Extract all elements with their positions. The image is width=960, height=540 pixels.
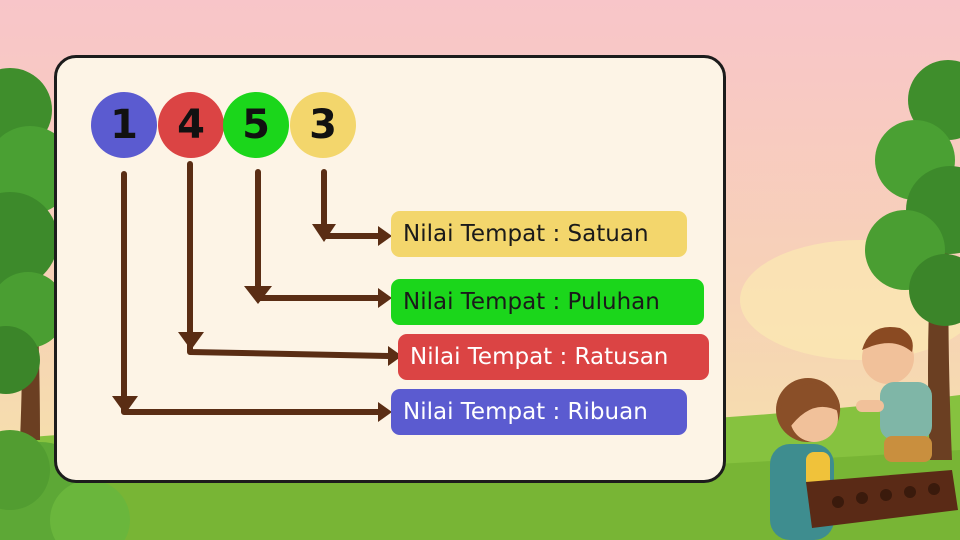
label-satuan: Nilai Tempat : Satuan <box>391 211 687 257</box>
left-bush <box>0 430 130 540</box>
digit-hundreds: 4 <box>158 92 224 158</box>
children-illustration <box>770 326 958 540</box>
label-ratusan: Nilai Tempat : Ratusan <box>398 334 709 380</box>
label-puluhan: Nilai Tempat : Puluhan <box>391 279 704 325</box>
right-tree <box>865 60 960 460</box>
digit-ones: 3 <box>290 92 356 158</box>
digit-thousands: 1 <box>91 92 157 158</box>
digit-tens: 5 <box>223 92 289 158</box>
label-ribuan: Nilai Tempat : Ribuan <box>391 389 687 435</box>
